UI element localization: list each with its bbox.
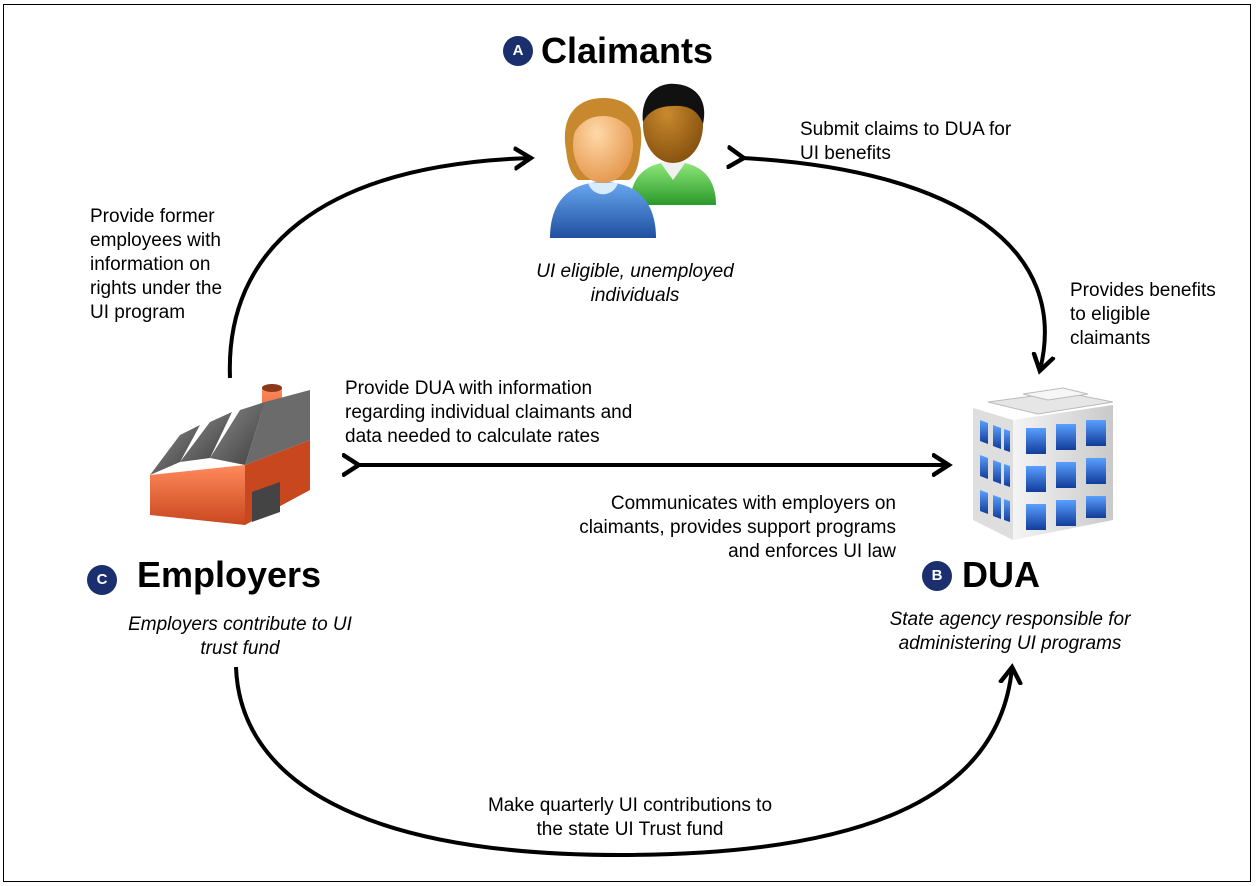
dua-description: State agency responsible for administeri… xyxy=(889,609,1131,654)
office-building-icon xyxy=(973,387,1114,540)
label-claimants-to-dua: Submit claims to DUA for UI benefits xyxy=(800,119,1012,164)
diagram-frame xyxy=(3,4,1251,882)
claimants-badge: A xyxy=(503,36,533,66)
arrow-employers-to-claimants xyxy=(227,158,530,379)
arrow-claimants-dua xyxy=(743,158,1045,370)
claimants-title: Claimants xyxy=(541,30,714,71)
label-dua-to-claimants: Provides benefits to eligible claimants xyxy=(1070,280,1216,349)
dua-badge: B xyxy=(922,561,952,591)
people-icon xyxy=(550,83,716,238)
factory-icon xyxy=(150,384,310,525)
claimants-description: UI eligible, unemployed individuals xyxy=(536,261,734,306)
employers-badge: C xyxy=(87,565,117,595)
arrow-employers-contributions xyxy=(234,667,1012,858)
label-dua-to-employers: Communicates with employers on claimants… xyxy=(579,493,896,562)
label-employers-contributions: Make quarterly UI contributions to the s… xyxy=(487,795,773,840)
employers-title: Employers xyxy=(137,554,322,595)
employers-description: Employers contribute to UI trust fund xyxy=(128,614,352,659)
label-employers-to-dua: Provide DUA with information regarding i… xyxy=(345,378,633,447)
label-employers-to-claimants: Provide former employees with informatio… xyxy=(90,206,223,323)
dua-title: DUA xyxy=(962,554,1040,595)
